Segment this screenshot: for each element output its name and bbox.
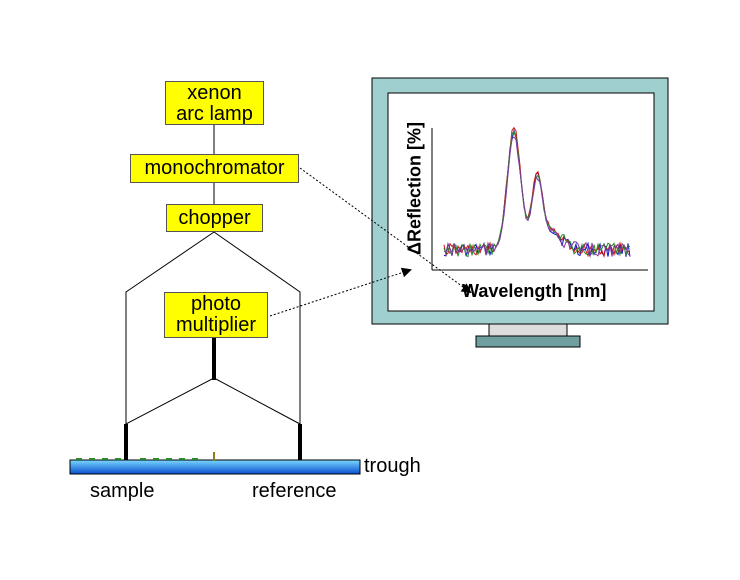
monitor-stand bbox=[475, 335, 581, 348]
reference-label: reference bbox=[252, 480, 337, 502]
spectrum-line bbox=[443, 136, 631, 258]
right-upper-beam bbox=[213, 231, 301, 424]
monochromator-to-axis-arrow bbox=[299, 167, 472, 294]
sample-label: sample bbox=[90, 480, 155, 502]
left-lower-beam bbox=[125, 377, 215, 425]
trough-label: trough bbox=[364, 455, 421, 477]
trough bbox=[69, 459, 361, 475]
right-lower-beam bbox=[213, 377, 301, 425]
plot-y-axis-label: ΔReflection [%] bbox=[404, 122, 425, 255]
left-upper-beam bbox=[125, 231, 215, 424]
chopper-box: chopper bbox=[166, 204, 263, 232]
monitor-screen bbox=[387, 92, 655, 312]
spectra-group bbox=[443, 126, 631, 259]
plot-x-axis-label: Wavelength [nm] bbox=[462, 281, 607, 301]
monitor-neck bbox=[488, 323, 568, 337]
spectrum-line bbox=[443, 130, 631, 258]
photomultiplier-to-monitor-arrow bbox=[269, 267, 412, 317]
monochromator-box: monochromator bbox=[130, 154, 299, 183]
photomultiplier-box: photo multiplier bbox=[164, 292, 268, 338]
xenon-arc-lamp-box: xenon arc lamp bbox=[165, 81, 264, 125]
